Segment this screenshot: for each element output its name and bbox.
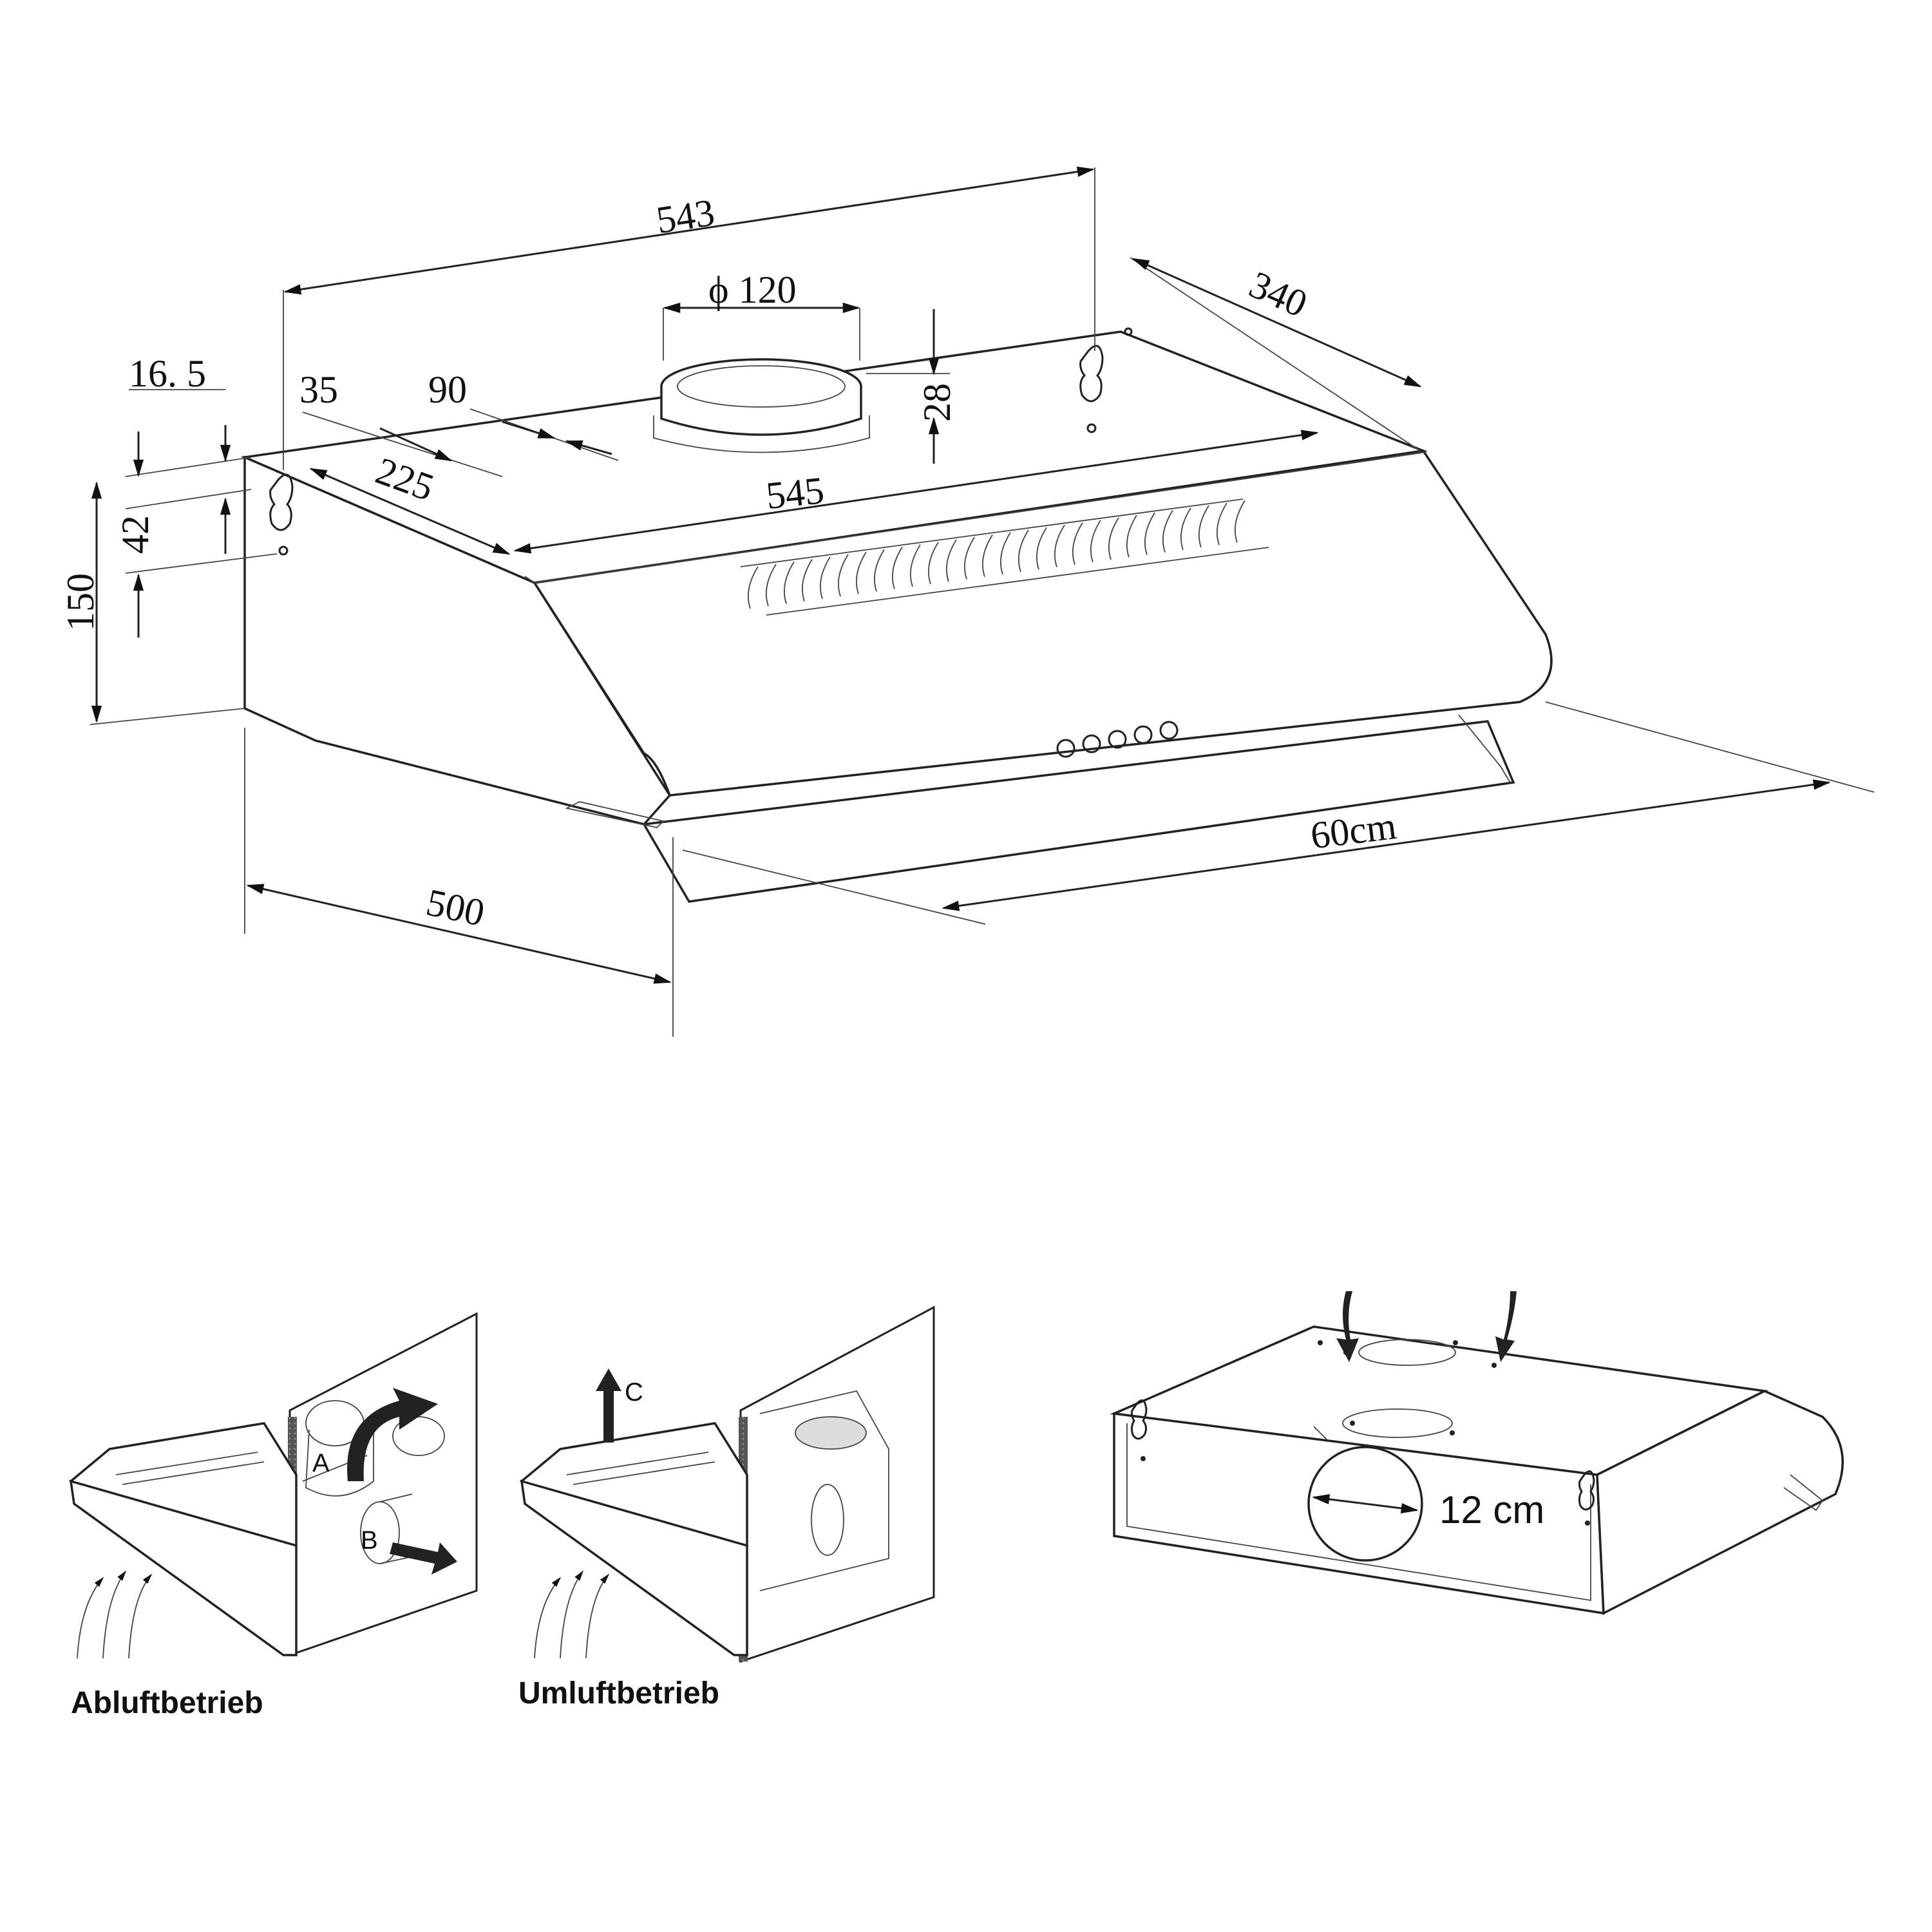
duct-diameter-figure: 12 cm: [1110, 1291, 1844, 1615]
letter-b: B: [361, 1526, 378, 1555]
dim-150: 150: [59, 573, 102, 631]
airflow-arrows-exhaust: [77, 1570, 153, 1659]
airflow-arrows-recirc: [534, 1570, 610, 1659]
letter-c: C: [625, 1378, 643, 1406]
dim-16-5: 16. 5: [129, 352, 206, 395]
dim-42: 42: [114, 515, 156, 554]
vent-slot: [819, 556, 831, 600]
dim-60cm: 60cm: [1308, 804, 1398, 857]
keyhole-left: [269, 473, 294, 531]
dim-545: 545: [764, 469, 826, 517]
vent-slot: [783, 561, 795, 604]
dim-phi120: ϕ 120: [708, 269, 797, 311]
dim-90: 90: [428, 368, 467, 411]
letter-a: A: [312, 1449, 330, 1477]
dim-35: 35: [299, 368, 338, 411]
recirculation-mode-figure: C Umluftbetrieb: [518, 1305, 935, 1710]
hood-dimension-view: 543 340 ϕ 120 28 16. 5 35 90 225 545 42: [59, 166, 1875, 1037]
keyhole-right: [1079, 345, 1104, 402]
duct-diameter-label: 12 cm: [1439, 1488, 1544, 1531]
vent-slot: [873, 549, 885, 592]
vent-slot: [837, 554, 849, 597]
label-recirculation-mode: Umluftbetrieb: [518, 1676, 719, 1710]
label-exhaust-mode: Abluftbetrieb: [71, 1686, 263, 1720]
vent-slot: [765, 564, 777, 607]
dim-500: 500: [422, 881, 488, 934]
vent-slot: [747, 566, 759, 609]
vent-slot: [801, 559, 813, 601]
duct-collar: [653, 358, 870, 453]
vent-slot: [855, 551, 867, 594]
dim-543: 543: [654, 191, 717, 242]
exhaust-mode-figure: A B Abluftbetrieb: [68, 1312, 478, 1720]
dim-340: 340: [1243, 263, 1313, 325]
dim-28: 28: [916, 383, 958, 422]
control-knobs: [1056, 721, 1179, 758]
